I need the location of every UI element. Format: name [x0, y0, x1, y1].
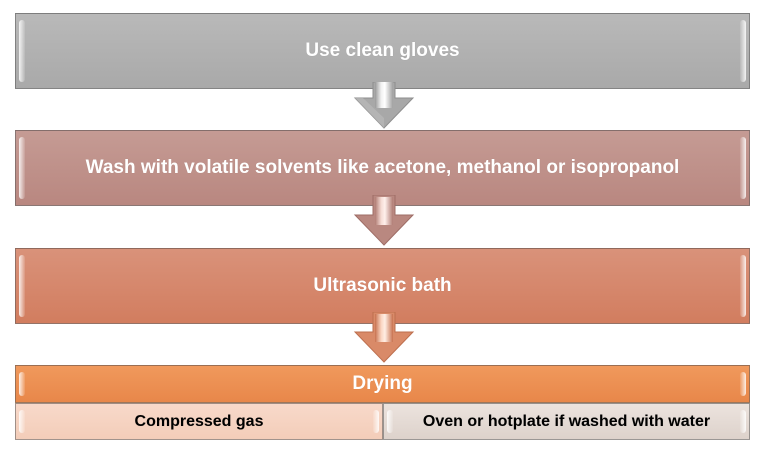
- drying-option-oven-hotplate: Oven or hotplate if washed with water: [383, 403, 750, 440]
- step-use-clean-gloves: Use clean gloves: [15, 13, 750, 89]
- step-ultrasonic-bath: Ultrasonic bath: [15, 248, 750, 324]
- step-wash-with-solvents: Wash with volatile solvents like acetone…: [15, 130, 750, 206]
- down-arrow-icon: [353, 195, 415, 246]
- down-arrow-icon: [353, 312, 415, 363]
- step-label: Ultrasonic bath: [313, 275, 452, 296]
- option-label: Oven or hotplate if washed with water: [422, 412, 711, 430]
- step-label: Wash with volatile solvents like acetone…: [85, 157, 680, 178]
- step-label: Drying: [352, 373, 413, 394]
- step-label: Use clean gloves: [305, 40, 460, 61]
- down-arrow-icon: [353, 82, 415, 129]
- option-label: Compressed gas: [134, 412, 264, 430]
- drying-option-compressed-gas: Compressed gas: [15, 403, 383, 440]
- step-drying: Drying: [15, 365, 750, 403]
